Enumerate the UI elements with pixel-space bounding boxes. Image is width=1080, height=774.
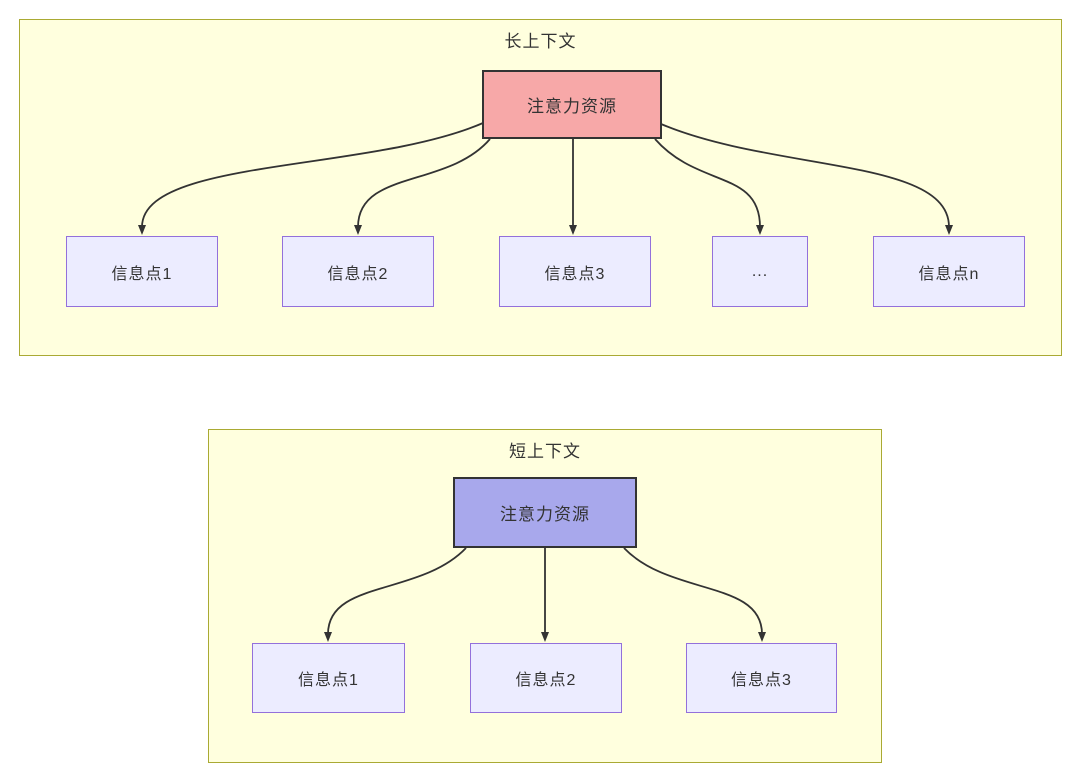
long-info-item-3-label: 信息点3 [544, 265, 606, 283]
long-context-title: 长上下文 [504, 32, 577, 51]
short-info-item-2-label: 信息点2 [515, 672, 577, 689]
long-info-item-n: 信息点n [873, 236, 1025, 307]
long-info-item-3: 信息点3 [499, 236, 651, 307]
long-info-item-ellipsis-label: ... [751, 262, 769, 280]
long-info-item-ellipsis: ... [712, 236, 808, 307]
long-info-item-n-label: 信息点n [918, 265, 980, 283]
long-info-item-1-label: 信息点1 [111, 265, 173, 283]
long-info-item-2: 信息点2 [282, 236, 434, 307]
short-info-item-3-label: 信息点3 [731, 672, 792, 689]
short-info-item-1-label: 信息点1 [298, 672, 359, 689]
short-context-title: 短上下文 [509, 442, 581, 461]
long-attention-box: 注意力资源 [482, 70, 662, 139]
short-attention-box: 注意力资源 [453, 477, 637, 548]
short-info-item-1: 信息点1 [252, 643, 405, 713]
short-info-item-2: 信息点2 [470, 643, 622, 713]
long-attention-label: 注意力资源 [527, 97, 617, 116]
long-info-item-1: 信息点1 [66, 236, 218, 307]
short-info-item-3: 信息点3 [686, 643, 837, 713]
long-info-item-2-label: 信息点2 [327, 265, 389, 283]
short-attention-label: 注意力资源 [500, 505, 590, 524]
